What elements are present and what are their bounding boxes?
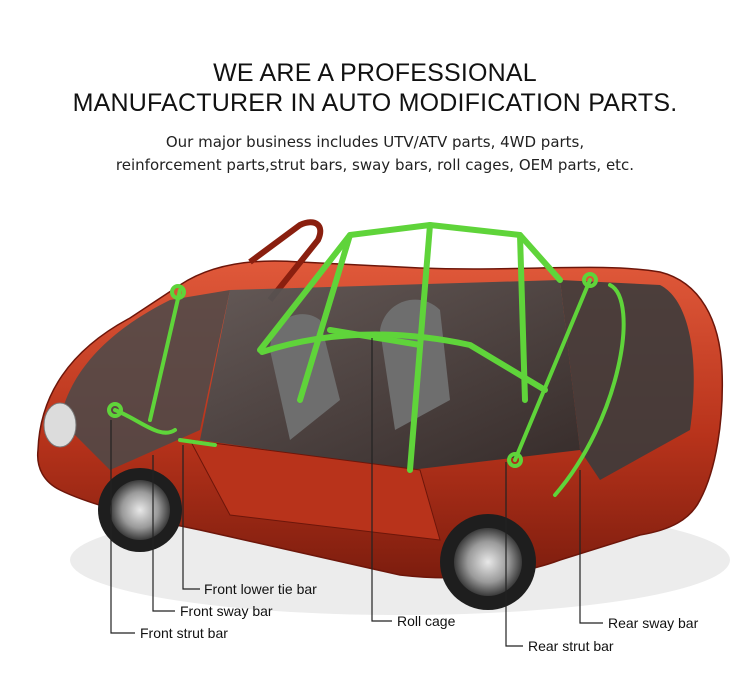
subheadline: Our major business includes UTV/ATV part…: [0, 131, 750, 177]
callout-lines: [110, 338, 603, 647]
subheadline-line-1: Our major business includes UTV/ATV part…: [165, 133, 585, 151]
callout-rear-sway-bar: Rear sway bar: [608, 615, 699, 631]
headline: WE ARE A PROFESSIONAL MANUFACTURER IN AU…: [0, 58, 750, 118]
roll-cage-frame: [257, 222, 563, 473]
car-body: [36, 219, 724, 579]
callout-front-strut-bar: Front strut bar: [140, 625, 228, 641]
bar-components: [107, 272, 626, 497]
rear-sway-bar-shape: [553, 283, 626, 497]
front-strut-bar-shape: [148, 288, 182, 422]
rear-wheel: [440, 514, 536, 610]
callout-line-front-strut-bar: [110, 420, 135, 634]
headline-line-1: WE ARE A PROFESSIONAL: [213, 59, 537, 87]
callout-front-sway-bar: Front sway bar: [180, 603, 273, 619]
callout-roll-cage: Roll cage: [397, 613, 456, 629]
callout-line-front-lower-tie-bar: [182, 445, 200, 590]
callout-line-rear-strut-bar: [505, 462, 523, 647]
callout-rear-strut-bar: Rear strut bar: [528, 638, 614, 654]
car-cutaway-diagram: Front lower tie bar Front sway bar Front…: [36, 219, 730, 654]
callout-line-front-sway-bar: [152, 455, 175, 612]
front-wheel: [98, 468, 182, 552]
callout-front-lower-tie-bar: Front lower tie bar: [204, 581, 317, 597]
callout-line-roll-cage: [371, 338, 392, 622]
front-lower-tie-bar-shape: [178, 438, 217, 447]
subheadline-line-2: reinforcement parts,strut bars, sway bar…: [115, 156, 635, 174]
headline-line-2: MANUFACTURER IN AUTO MODIFICATION PARTS.: [72, 89, 678, 117]
callout-line-rear-sway-bar: [579, 470, 603, 624]
rear-strut-bar-shape: [513, 278, 592, 462]
